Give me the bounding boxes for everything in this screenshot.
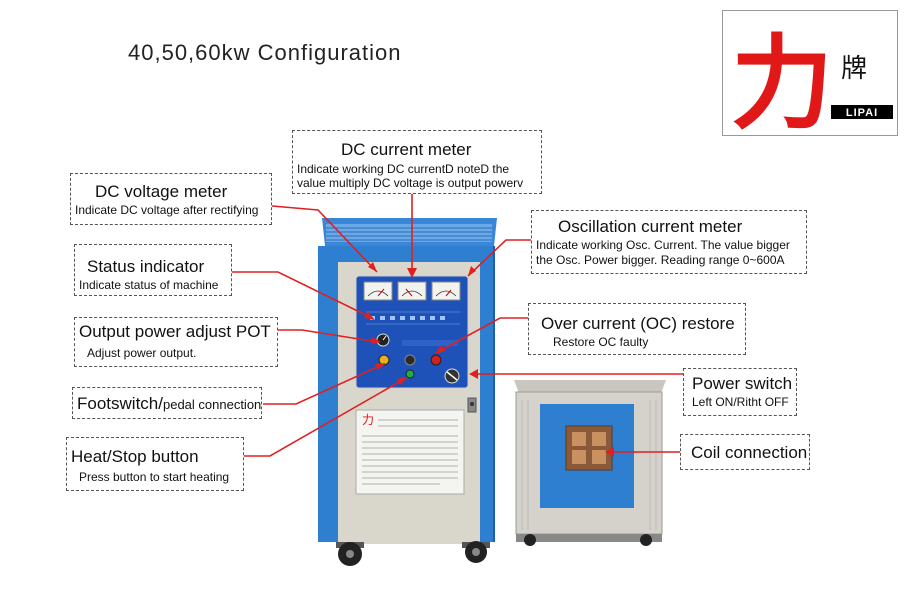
footswitch-socket bbox=[378, 354, 390, 366]
callout-oc-restore: Over current (OC) restore Restore OC fau… bbox=[528, 303, 746, 355]
callout-arrows bbox=[232, 194, 683, 457]
page-title: 40,50,60kw Configuration bbox=[128, 40, 402, 65]
callout-dc-voltage-meter: DC voltage meter Indicate DC voltage aft… bbox=[70, 173, 272, 225]
stop-button bbox=[404, 354, 416, 366]
svg-text:力: 力 bbox=[362, 413, 374, 427]
callout-power-switch: Power switch Left ON/Ritht OFF bbox=[683, 368, 797, 416]
callout-output-power-pot: Output power adjust POT Adjust power out… bbox=[74, 317, 278, 367]
callout-title: DC current meter bbox=[341, 140, 472, 159]
callout-footswitch: Footswitch/pedal connection bbox=[72, 387, 262, 419]
callout-coil-connection: Coil connection bbox=[680, 434, 810, 470]
logo-small-char: 牌 bbox=[841, 54, 867, 84]
callout-status-indicator: Status indicator Indicate status of mach… bbox=[74, 244, 232, 296]
instruction-label bbox=[355, 409, 465, 495]
logo-brand-text: LIPAI bbox=[846, 107, 878, 119]
lipai-logo: 力 牌 LIPAI bbox=[722, 10, 898, 144]
heat-button bbox=[405, 369, 415, 379]
callout-oscillation-current-meter: Oscillation current meter Indicate worki… bbox=[531, 210, 807, 274]
oc-restore-button bbox=[430, 354, 442, 366]
callout-dc-current-meter: DC current meter Indicate working DC cur… bbox=[292, 130, 542, 194]
callout-heat-stop-button: Heat/Stop button Press button to start h… bbox=[66, 437, 244, 491]
logo-main-char: 力 bbox=[731, 25, 833, 135]
